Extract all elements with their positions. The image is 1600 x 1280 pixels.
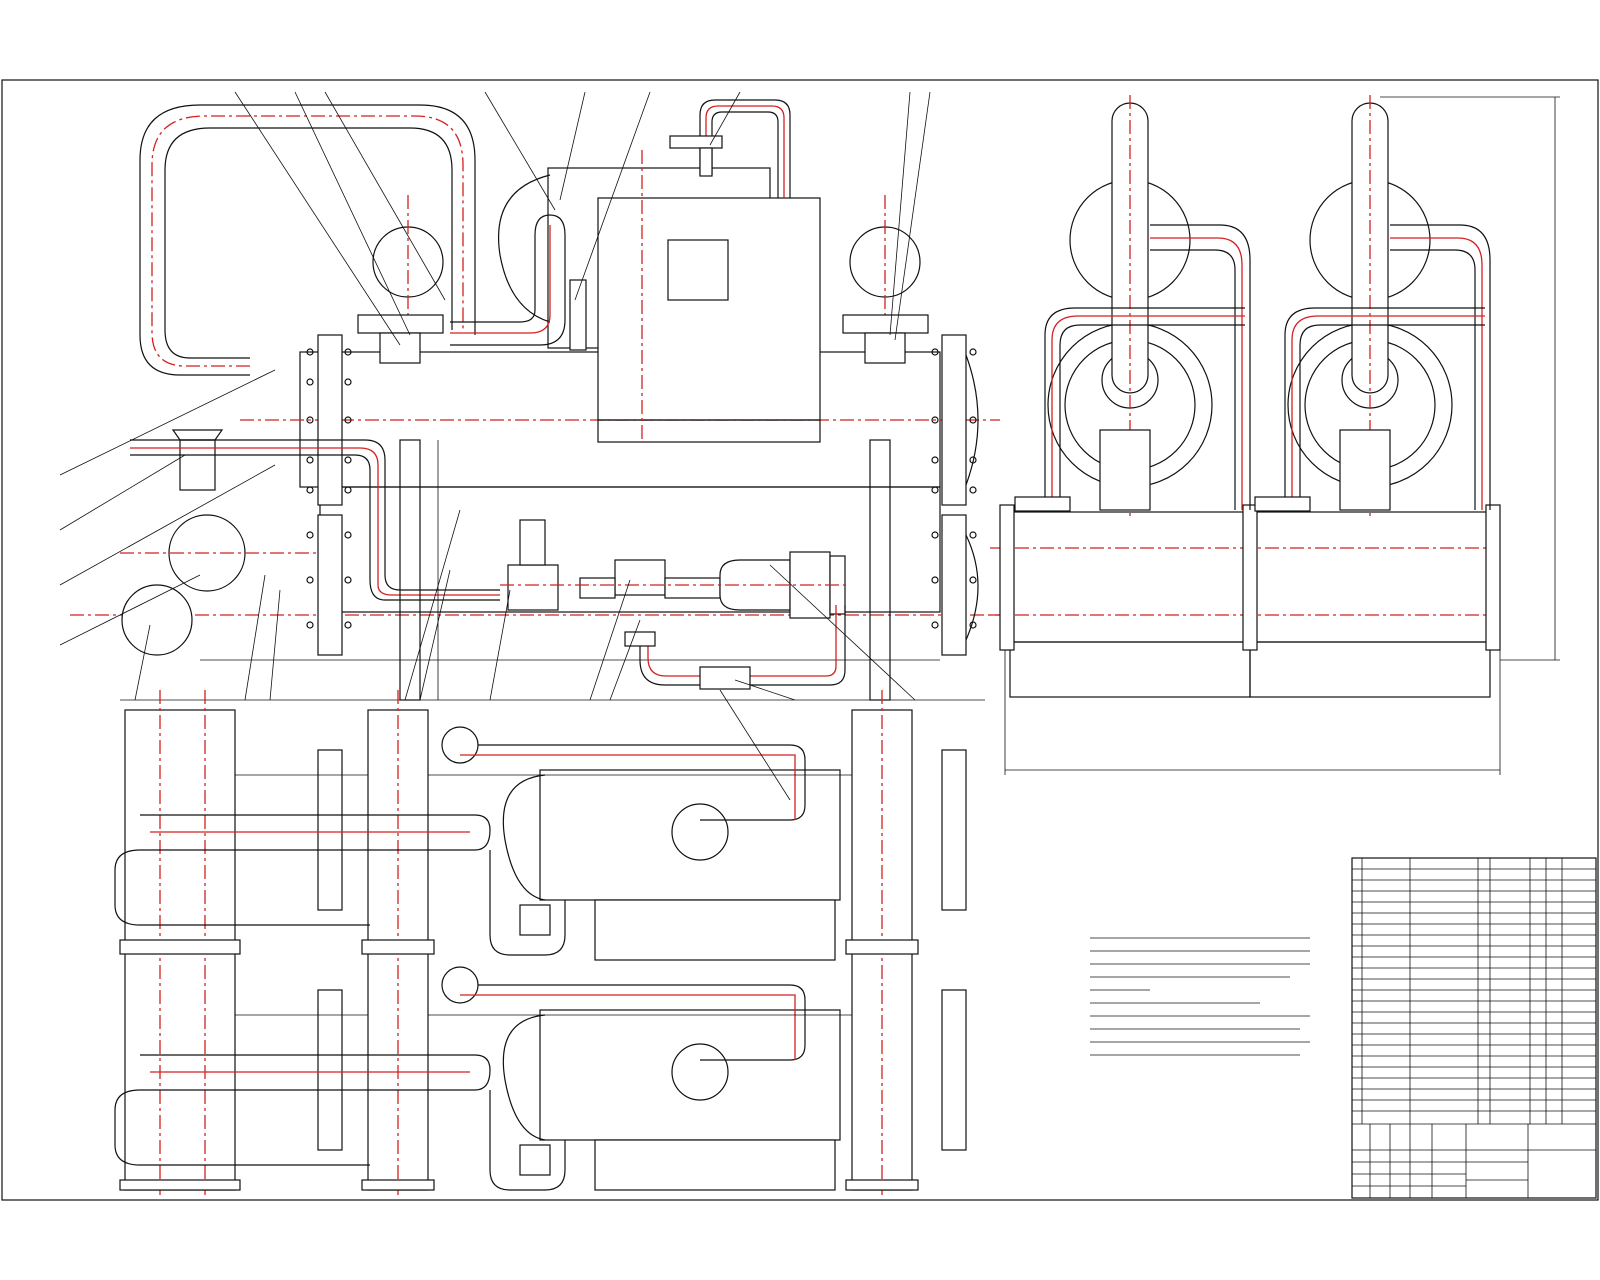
oil-separator-left	[372, 226, 444, 298]
flange-bolts	[306, 348, 977, 629]
leader-lines	[59, 91, 931, 801]
technical-notes	[1090, 937, 1310, 1056]
side-view	[990, 95, 1560, 775]
plan-view	[114, 690, 967, 1195]
drawing-border	[1, 79, 1599, 1201]
return-loop-pipe	[139, 104, 476, 376]
front-view	[70, 99, 1000, 701]
parts-list	[1351, 857, 1597, 1199]
